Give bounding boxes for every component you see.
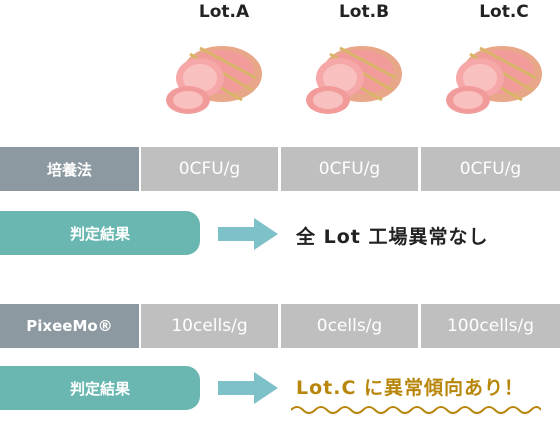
lot-label-b: Lot.B — [338, 2, 390, 22]
culture-value-lot-a: 0CFU/g — [141, 147, 278, 191]
pixeemo-value-lot-b: 0cells/g — [281, 304, 418, 348]
wavy-underline — [291, 406, 541, 414]
lot-label-c: Lot.C — [479, 2, 529, 22]
pixeemo-row: PixeeMo® 10cells/g 0cells/g 100cells/g — [0, 304, 560, 348]
lot-label-a: Lot.A — [198, 2, 250, 22]
ham-illustration-c — [446, 46, 542, 114]
culture-method-label: 培養法 — [0, 147, 139, 191]
pixeemo-value-lot-c: 100cells/g — [421, 304, 560, 348]
judgement-result-1: 全 Lot 工場異常なし — [296, 226, 489, 248]
right-arrow-icon — [218, 372, 278, 404]
culture-value-lot-c: 0CFU/g — [421, 147, 560, 191]
ham-illustration-a — [166, 46, 262, 114]
judgement-label-2: 判定結果 — [0, 366, 200, 410]
ham-illustration-b — [306, 46, 402, 114]
pixeemo-value-lot-a: 10cells/g — [141, 304, 278, 348]
culture-method-row: 培養法 0CFU/g 0CFU/g 0CFU/g — [0, 147, 560, 191]
judgement-label-1: 判定結果 — [0, 211, 200, 255]
judgement-result-2: Lot.C に異常傾向あり！ — [296, 377, 525, 399]
pixeemo-method-label: PixeeMo® — [0, 304, 139, 348]
right-arrow-icon — [218, 218, 278, 250]
culture-value-lot-b: 0CFU/g — [281, 147, 418, 191]
